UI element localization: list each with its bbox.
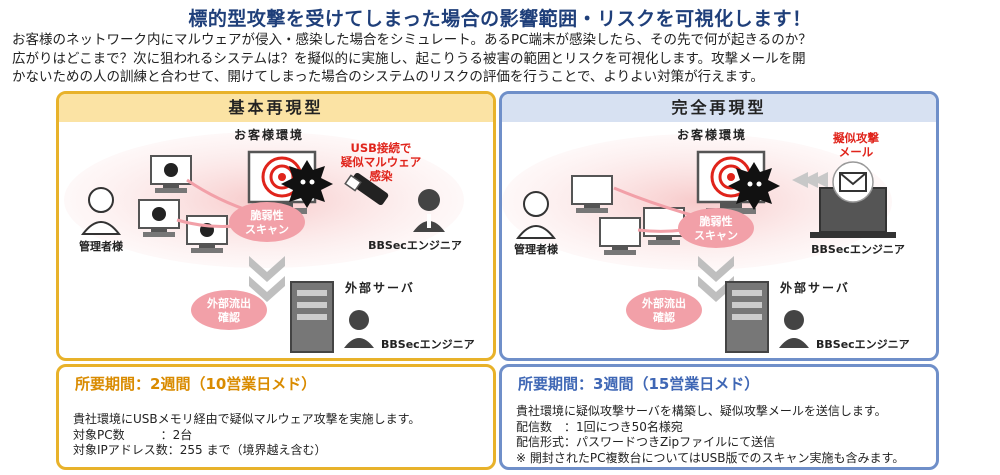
basic-diagram: お客様環境 bbox=[64, 127, 475, 353]
infected-pc-icon bbox=[150, 155, 192, 193]
infection-label: 疑似マルウェア bbox=[341, 155, 422, 169]
detail-line: 貴社環境にUSBメモリ経由で疑似マルウェア攻撃を実施します。 bbox=[73, 412, 421, 426]
detail-line: 貴社環境に疑似攻撃サーバを構築し、疑似攻撃メールを送信します。 bbox=[516, 404, 887, 418]
intro-line: お客様のネットワーク内にマルウェアが侵入・感染した場合をシミュレート。あるPC端… bbox=[12, 32, 812, 48]
malware-icon bbox=[281, 160, 333, 208]
full-details: 貴社環境に疑似攻撃サーバを構築し、疑似攻撃メールを送信します。 配信数 ：1回に… bbox=[516, 404, 904, 466]
scan-label: スキャン bbox=[245, 223, 289, 236]
attack-arrow-icon bbox=[792, 172, 828, 188]
admin-label: 管理者様 bbox=[514, 242, 559, 256]
detail-line: 対象IPアドレス数：255 まで（境界越え含む） bbox=[73, 443, 327, 457]
scan-bubble bbox=[229, 202, 305, 242]
intro-text: お客様のネットワーク内にマルウェアが侵入・感染した場合をシミュレート。あるPC端… bbox=[12, 31, 992, 87]
scan-label: スキャン bbox=[694, 229, 738, 242]
intro-line: 広がりはどこまで？次に狙われるシステムは？を擬似的に実施し、起こりうる被害の範囲… bbox=[12, 50, 806, 67]
scan-label: 脆弱性 bbox=[699, 214, 733, 228]
detail-line: 配信形式：パスワードつきZipファイルにて送信 bbox=[516, 435, 776, 449]
server-icon bbox=[290, 281, 334, 353]
infected-pc-icon bbox=[186, 215, 228, 253]
exfil-label: 外部流出 bbox=[641, 296, 686, 310]
server-label: 外部サーバ bbox=[345, 280, 415, 295]
page-title: 標的型攻撃を受けてしまった場合の影響範囲・リスクを可視化します！ bbox=[188, 8, 812, 30]
basic-info-box: 所要期間：2週間（10営業日メド） 貴社環境にUSBメモリ経由で疑似マルウェア攻… bbox=[56, 364, 496, 470]
basic-heading: 基本再現型 bbox=[59, 94, 493, 122]
malware-icon bbox=[728, 162, 780, 210]
engineer-person-icon bbox=[344, 310, 374, 348]
exfil-label: 外部流出 bbox=[206, 296, 251, 310]
full-period: 所要期間：3週間（15営業日メド） bbox=[518, 375, 760, 393]
server-icon bbox=[725, 281, 769, 353]
admin-person-icon bbox=[80, 187, 122, 235]
admin-person-icon bbox=[515, 191, 557, 239]
infected-pc-icon bbox=[138, 199, 180, 237]
engineer-person-icon bbox=[779, 310, 809, 348]
scan-label: 脆弱性 bbox=[250, 208, 284, 222]
exfil-label: 確認 bbox=[218, 310, 240, 324]
customer-env-label: お客様環境 bbox=[677, 127, 747, 142]
basic-panel: 基本再現型 お客様環境 bbox=[56, 91, 496, 361]
server-label: 外部サーバ bbox=[780, 280, 850, 295]
engineer-person-icon bbox=[413, 189, 445, 232]
chevron-down-icon bbox=[249, 256, 285, 302]
exfil-label: 確認 bbox=[653, 310, 675, 324]
admin-label: 管理者様 bbox=[79, 239, 124, 253]
server-engineer-label: BBSecエンジニア bbox=[816, 338, 910, 351]
intro-line: かないための人の訓練と合わせて、開けてしまった場合のシステムのリスクの評価を行う… bbox=[12, 69, 764, 85]
scan-bubble bbox=[678, 208, 754, 248]
infection-label: USB接続で bbox=[351, 141, 412, 155]
engineer-label: BBSecエンジニア bbox=[811, 243, 905, 256]
exfil-bubble bbox=[191, 290, 267, 330]
attack-label: メール bbox=[839, 145, 874, 159]
detail-line: ※ 開封されたPC複数台についてはUSB版でのスキャン実施も含みます。 bbox=[516, 450, 905, 465]
mail-icon bbox=[832, 161, 874, 203]
infected-pc-icon bbox=[599, 217, 641, 255]
infected-pc-icon bbox=[571, 175, 613, 213]
full-panel: 完全再現型 お客様環境 bbox=[499, 91, 939, 361]
detail-line: 配信数 ：1回につき50名様宛 bbox=[516, 419, 683, 434]
detail-line: 対象PC数 ：2台 bbox=[73, 427, 193, 442]
full-info-box: 所要期間：3週間（15営業日メド） 貴社環境に疑似攻撃サーバを構築し、疑似攻撃メ… bbox=[499, 364, 939, 470]
usb-stick-icon bbox=[344, 172, 389, 206]
basic-details: 貴社環境にUSBメモリ経由で疑似マルウェア攻撃を実施します。 対象PC数 ：2台… bbox=[73, 412, 420, 459]
engineer-label: BBSecエンジニア bbox=[368, 239, 462, 252]
attacker-laptop-icon bbox=[810, 187, 896, 238]
server-engineer-label: BBSecエンジニア bbox=[381, 338, 475, 351]
full-diagram: お客様環境 bbox=[502, 127, 910, 353]
full-heading: 完全再現型 bbox=[502, 94, 936, 122]
infection-label: 感染 bbox=[370, 169, 393, 183]
attack-label: 擬似攻撃 bbox=[833, 131, 879, 145]
exfil-bubble bbox=[626, 290, 702, 330]
customer-env-label: お客様環境 bbox=[234, 127, 304, 142]
basic-period: 所要期間：2週間（10営業日メド） bbox=[75, 375, 317, 393]
